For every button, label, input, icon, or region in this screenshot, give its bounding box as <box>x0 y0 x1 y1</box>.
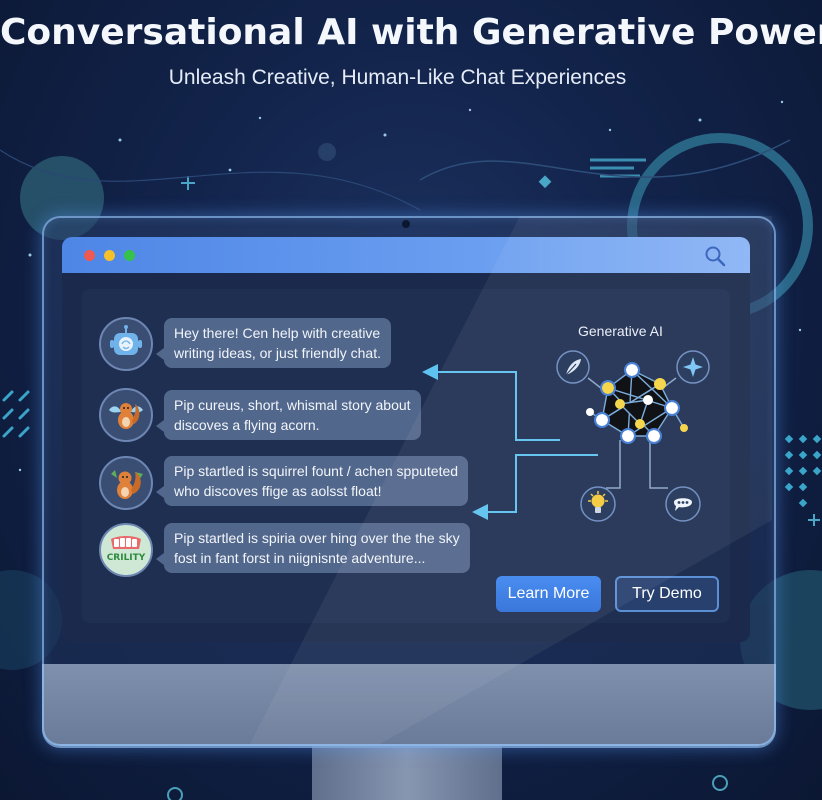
learn-more-button[interactable]: Learn More <box>496 576 601 612</box>
camera-icon <box>402 220 410 228</box>
monitor-stand <box>312 744 502 800</box>
lightbulb-icon <box>580 486 616 522</box>
squirrel-icon <box>99 456 153 510</box>
avatar-caption: CRILITY <box>106 553 146 563</box>
search-icon[interactable] <box>704 245 726 267</box>
monitor-chin <box>42 664 776 746</box>
maximize-button[interactable] <box>124 250 135 261</box>
generative-ai-label: Generative AI <box>578 323 663 339</box>
page-subtitle: Unleash Creative, Human-Like Chat Experi… <box>168 66 627 89</box>
chat-message: Pip cureus, short, whismal story about d… <box>156 390 421 440</box>
feather-icon <box>556 350 590 384</box>
close-button[interactable] <box>84 250 95 261</box>
flying-squirrel-icon <box>99 388 153 442</box>
minimize-button[interactable] <box>104 250 115 261</box>
try-demo-button[interactable]: Try Demo <box>615 576 719 612</box>
crility-teeth-icon: CRILITY <box>99 523 153 577</box>
chat-bubble-icon <box>665 486 701 522</box>
window-titlebar <box>62 237 750 273</box>
chat-message: Pip startled is spiria over hing over th… <box>156 523 470 573</box>
sparkle-icon <box>676 350 710 384</box>
robot-brain-icon <box>99 317 153 371</box>
page-title: Conversational AI with Generative Power <box>0 12 822 53</box>
chat-message: Hey there! Cen help with creative writin… <box>156 318 391 368</box>
chat-message: Pip startled is squirrel fount / achen s… <box>155 456 469 506</box>
